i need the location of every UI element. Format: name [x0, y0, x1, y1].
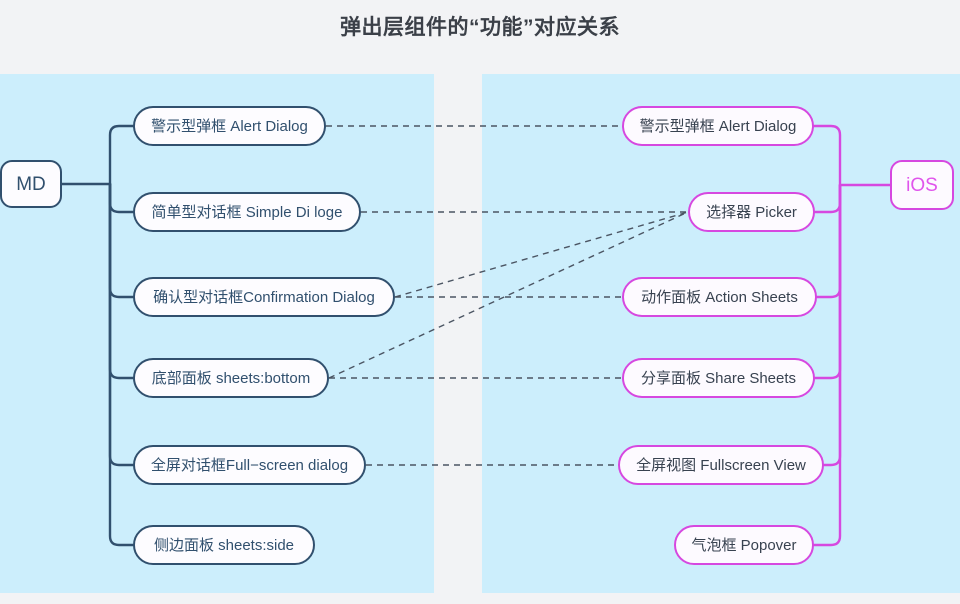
ios-node-picker[interactable]: 选择器 Picker: [688, 192, 815, 232]
md-node-full-screen-dialog-label: 全屏对话框Full−screen dialog: [150, 456, 349, 474]
ios-node-popover-label: 气泡框 Popover: [691, 536, 797, 554]
md-node-sheets-bottom-label: 底部面板 sheets:bottom: [151, 369, 311, 387]
ios-node-popover[interactable]: 气泡框 Popover: [674, 525, 814, 565]
ios-node-fullscreen-view-label: 全屏视图 Fullscreen View: [636, 456, 806, 474]
right-panel-background: [482, 74, 960, 593]
ios-node-action-sheets-label: 动作面板 Action Sheets: [641, 288, 798, 306]
md-node-alert-dialog[interactable]: 警示型弹框 Alert Dialog: [133, 106, 326, 146]
md-node-alert-dialog-label: 警示型弹框 Alert Dialog: [151, 117, 308, 135]
md-node-simple-di-loge[interactable]: 简单型对话框 Simple Di loge: [133, 192, 361, 232]
md-root-node[interactable]: MD: [0, 160, 62, 208]
left-panel-background: [0, 74, 434, 593]
ios-node-alert-dialog[interactable]: 警示型弹框 Alert Dialog: [622, 106, 814, 146]
ios-root-node[interactable]: iOS: [890, 160, 954, 210]
md-root-node-label: MD: [16, 173, 46, 195]
ios-node-share-sheets-label: 分享面板 Share Sheets: [640, 369, 797, 387]
ios-node-share-sheets[interactable]: 分享面板 Share Sheets: [622, 358, 815, 398]
ios-node-alert-dialog-label: 警示型弹框 Alert Dialog: [639, 117, 797, 135]
md-node-simple-di-loge-label: 简单型对话框 Simple Di loge: [151, 203, 343, 221]
md-node-confirmation-dialog-label: 确认型对话框Confirmation Dialog: [153, 288, 375, 306]
ios-node-picker-label: 选择器 Picker: [706, 203, 797, 221]
ios-node-fullscreen-view[interactable]: 全屏视图 Fullscreen View: [618, 445, 824, 485]
md-node-confirmation-dialog[interactable]: 确认型对话框Confirmation Dialog: [133, 277, 395, 317]
md-node-full-screen-dialog[interactable]: 全屏对话框Full−screen dialog: [133, 445, 366, 485]
md-node-sheets-side-label: 侧边面板 sheets:side: [153, 536, 295, 554]
ios-root-node-label: iOS: [906, 174, 938, 196]
page-title: 弹出层组件的“功能”对应关系: [340, 16, 620, 39]
md-node-sheets-side[interactable]: 侧边面板 sheets:side: [133, 525, 315, 565]
ios-node-action-sheets[interactable]: 动作面板 Action Sheets: [622, 277, 817, 317]
md-node-sheets-bottom[interactable]: 底部面板 sheets:bottom: [133, 358, 329, 398]
